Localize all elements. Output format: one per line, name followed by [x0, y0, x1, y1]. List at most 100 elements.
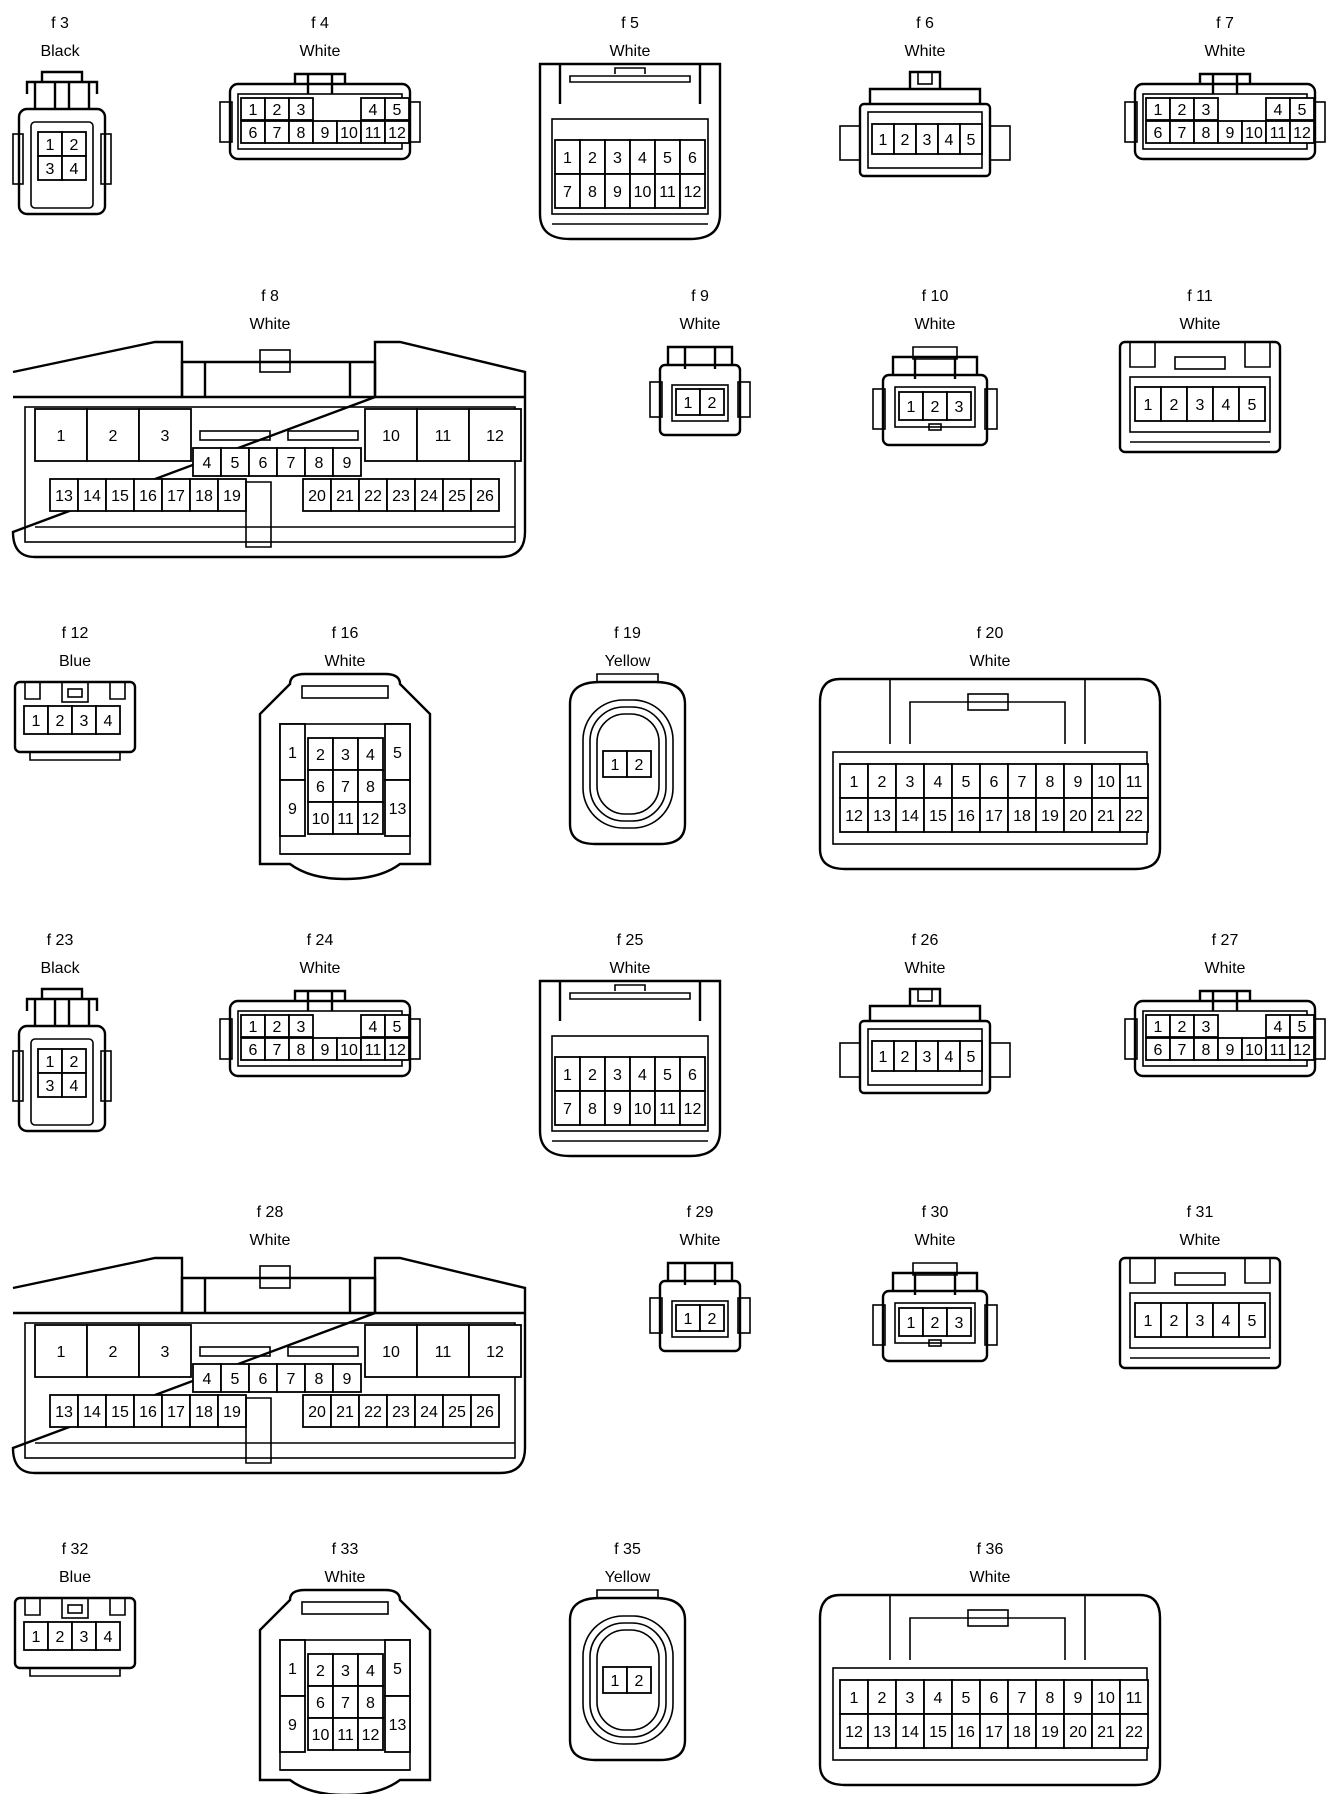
- pin-number: 5: [393, 102, 402, 119]
- housing-outline: [24, 1598, 126, 1616]
- pin-cell: 4: [1265, 1014, 1291, 1038]
- pin-number: 5: [962, 774, 971, 791]
- pin-number: 1: [879, 132, 888, 149]
- pin-number: 8: [366, 1695, 375, 1712]
- pin-number: 4: [945, 132, 954, 149]
- pin-number: 4: [1222, 1313, 1231, 1330]
- connector-id: f 33: [331, 1541, 359, 1558]
- housing-outline: [909, 701, 1066, 744]
- pin-number: 7: [1018, 774, 1027, 791]
- pin-cell: 11: [416, 408, 470, 462]
- housing-outline: [245, 481, 272, 548]
- housing-outline: [1198, 989, 1252, 1001]
- pin-number: 16: [957, 1724, 975, 1741]
- pin-cell: 19: [217, 1394, 247, 1428]
- connector-id: f 9: [691, 288, 709, 305]
- pin-number: 3: [46, 1078, 55, 1095]
- housing-outline: [912, 1262, 958, 1276]
- pin-cell: 1: [240, 97, 266, 121]
- pin-number: 7: [1018, 1690, 1027, 1707]
- connector-color: White: [1179, 316, 1221, 333]
- pin-cell: 19: [1035, 797, 1065, 833]
- pin-number: 1: [563, 1067, 572, 1084]
- pin-cell: 6: [307, 769, 334, 803]
- pin-number: 24: [420, 488, 438, 505]
- pin-number: 18: [195, 488, 213, 505]
- pin-cell: 3: [138, 408, 192, 462]
- connector-id: f 26: [911, 932, 939, 949]
- pin-number: 5: [231, 1371, 240, 1388]
- pin-number: 3: [906, 774, 915, 791]
- pin-number: 10: [1245, 1042, 1263, 1059]
- pin-number: 1: [850, 774, 859, 791]
- pin-cell: 5: [951, 763, 981, 799]
- pin-cell: 4: [1212, 386, 1240, 422]
- pin-cell: 2: [86, 408, 140, 462]
- pin-number: 3: [1196, 397, 1205, 414]
- housing-part: [928, 423, 942, 431]
- pin-cell: 1: [1134, 1302, 1162, 1338]
- pin-number: 11: [337, 1727, 354, 1744]
- housing-part: [582, 1615, 674, 1745]
- pin-number: 7: [273, 1042, 282, 1059]
- pin-number: 2: [931, 1315, 940, 1332]
- housing-outline: [891, 355, 979, 375]
- housing-part: [12, 133, 24, 185]
- pin-number: 7: [563, 184, 572, 201]
- housing-part: [259, 349, 291, 373]
- pin-cell: 18: [189, 1394, 219, 1428]
- housing-part: [199, 430, 271, 441]
- pin-cell: 25: [442, 478, 472, 512]
- pin-number: 6: [688, 150, 697, 167]
- pin-cell: 3: [332, 1653, 359, 1687]
- pin-cell: 4: [1212, 1302, 1240, 1338]
- housing-outline: [40, 987, 84, 999]
- pin-cell: 2: [626, 750, 652, 778]
- pin-cell: 1: [554, 1056, 581, 1092]
- pin-number: 4: [934, 1690, 943, 1707]
- pin-number: 1: [684, 1311, 693, 1328]
- pin-cell: 10: [1091, 1679, 1121, 1715]
- pin-cell: 12: [468, 1324, 522, 1378]
- pin-number: 2: [70, 1054, 79, 1071]
- housing-outline: [568, 1596, 687, 1762]
- pin-number: 22: [364, 488, 382, 505]
- pin-cell: 3: [332, 737, 359, 771]
- pin-number: 9: [343, 1371, 352, 1388]
- pin-number: 1: [563, 150, 572, 167]
- pin-number: 1: [1154, 1019, 1163, 1036]
- pin-number: 13: [55, 1404, 73, 1421]
- pin-number: 13: [389, 801, 407, 818]
- pin-cell: 3: [288, 97, 314, 121]
- pin-number: 12: [845, 1724, 863, 1741]
- connector-id: f 3: [51, 15, 69, 32]
- pin-number: 6: [1154, 125, 1163, 142]
- connector-id: f 5: [621, 15, 639, 32]
- pin-cell: 6: [979, 1679, 1009, 1715]
- pin-number: 3: [955, 1315, 964, 1332]
- connector-color: White: [299, 43, 341, 60]
- housing-outline: [29, 752, 121, 761]
- pin-cell: 7: [276, 1363, 306, 1393]
- pin-number: 14: [901, 808, 919, 825]
- pin-cell: 1: [34, 408, 88, 462]
- pin-cell: 7: [1007, 1679, 1037, 1715]
- pin-number: 2: [708, 1311, 717, 1328]
- pin-number: 20: [1069, 808, 1087, 825]
- connector-color: White: [299, 960, 341, 977]
- pin-cell: 21: [330, 1394, 360, 1428]
- pin-cell: 4: [629, 139, 656, 175]
- pin-cell: 4: [360, 1014, 386, 1038]
- housing-part: [989, 125, 1011, 161]
- pin-number: 21: [1097, 1724, 1115, 1741]
- housing-part: [100, 1050, 112, 1102]
- pin-number: 19: [1041, 808, 1059, 825]
- pin-cell: 7: [554, 1090, 581, 1126]
- pin-cell: 9: [1217, 1037, 1243, 1061]
